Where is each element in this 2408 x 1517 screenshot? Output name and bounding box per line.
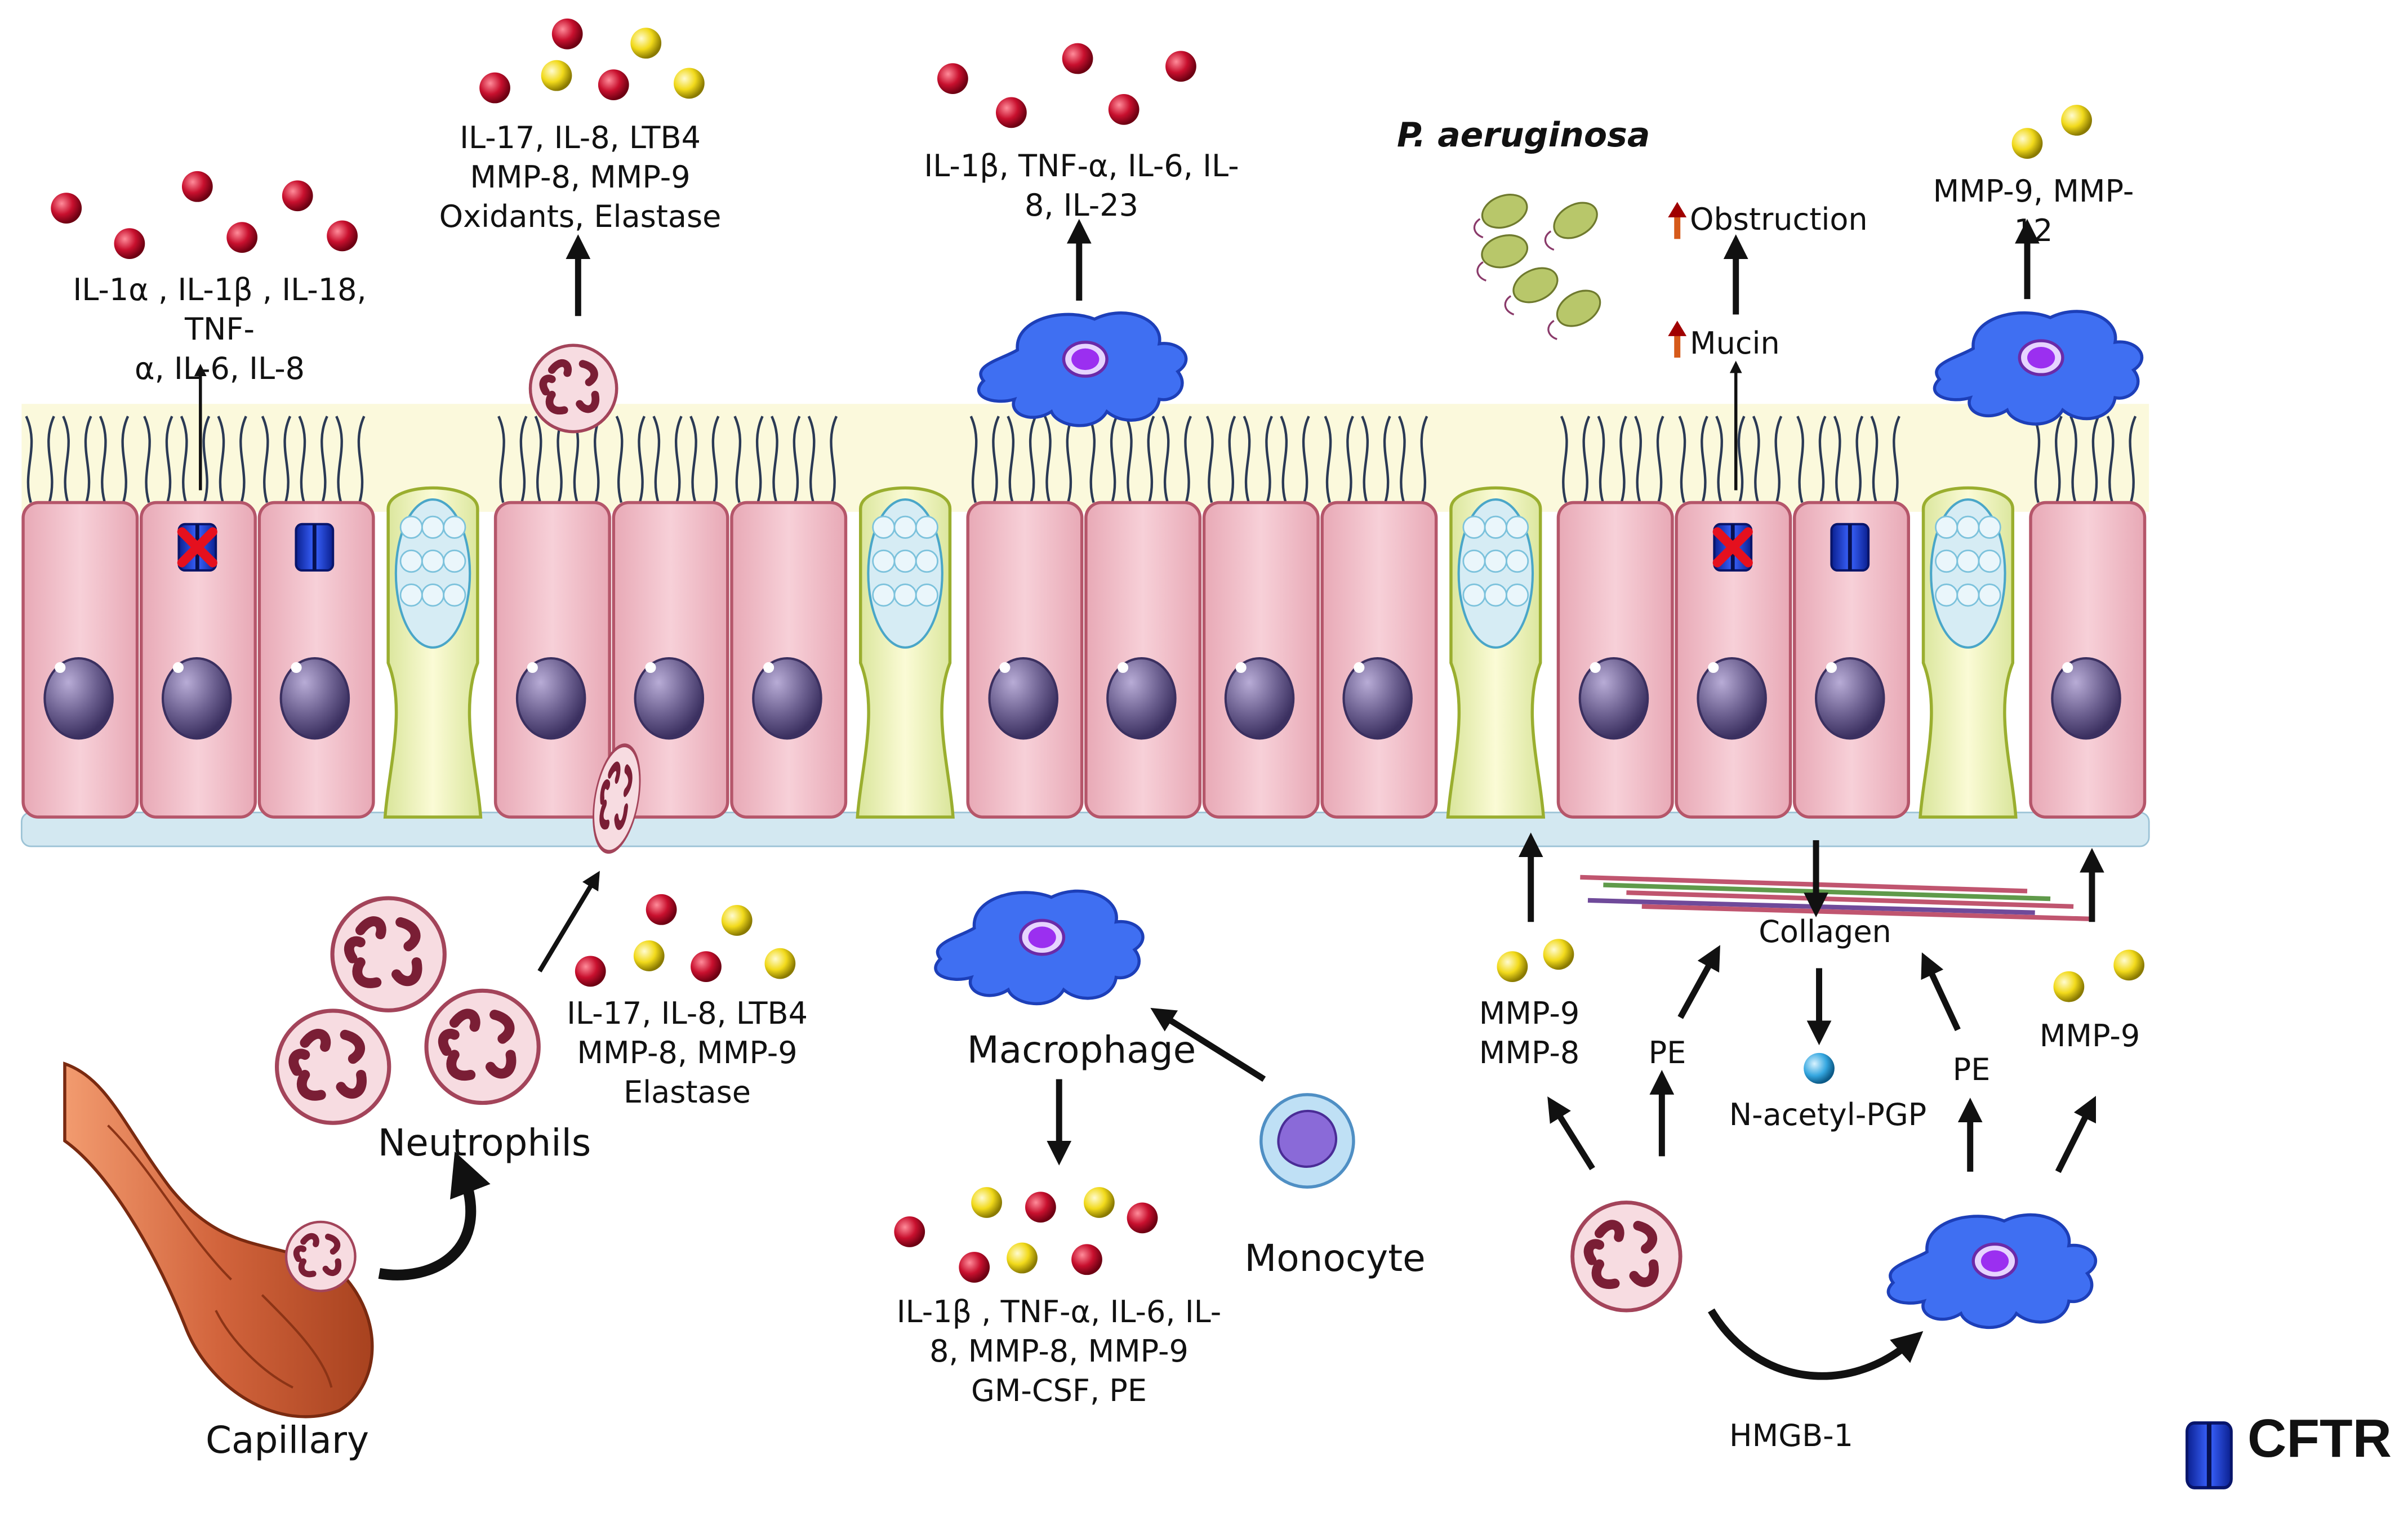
cytokine-molecule xyxy=(282,180,313,212)
epithelial-cell xyxy=(730,501,848,819)
mmp-molecule xyxy=(541,60,572,91)
cftr-legend-icon xyxy=(2187,1423,2232,1488)
mediator-molecules xyxy=(51,18,2144,1283)
neutrophils-cluster xyxy=(277,898,539,1123)
label-n-acetyl-pgp: N-acetyl-PGP xyxy=(1729,1097,1927,1132)
goblet-cell xyxy=(1919,486,2018,819)
cytokine-molecule xyxy=(1025,1192,1056,1223)
epithelial-cell xyxy=(612,501,729,819)
label-macrophage-top-mediators: IL-1β, TNF-α, IL-6, IL- 8, IL-23 xyxy=(924,148,1239,223)
cytokine-molecule xyxy=(1127,1202,1158,1234)
epithelial-cell xyxy=(493,501,611,819)
blocked-x-icon xyxy=(1712,527,1753,568)
mmp-molecule xyxy=(2011,128,2043,159)
legend-cftr-label: CFTR xyxy=(2247,1408,2392,1469)
goblet-cell xyxy=(1446,486,1546,819)
blocked-cftr-right xyxy=(1714,524,1751,570)
label-obstruction: Obstruction xyxy=(1690,202,1868,237)
macrophage-icon xyxy=(1888,1215,2095,1327)
label-pe-right: PE xyxy=(1952,1052,1991,1087)
mmp-molecule xyxy=(2113,949,2144,981)
label-il1-group: IL-1α , IL-1β , IL-18, TNF- α, IL-6, IL-… xyxy=(73,272,367,386)
n-acetyl-pgp-molecule xyxy=(1804,1052,1835,1084)
cytokine-molecule xyxy=(937,63,968,95)
cytokine-molecule xyxy=(479,72,510,104)
label-pe-left: PE xyxy=(1648,1035,1686,1070)
cytokine-molecule xyxy=(226,222,258,253)
label-mucin: Mucin xyxy=(1690,325,1780,361)
cytokine-molecule xyxy=(598,69,629,100)
arrows xyxy=(194,218,2104,1380)
cytokine-molecule xyxy=(1108,94,1140,125)
epithelial-cell xyxy=(1675,501,1792,819)
epithelial-cell xyxy=(1202,501,1320,819)
capillary-icon xyxy=(63,1061,374,1418)
mmp-molecule xyxy=(1497,951,1528,982)
cytokine-molecule xyxy=(181,171,213,202)
label-monocyte: Monocyte xyxy=(1244,1237,1426,1280)
mmp-molecule xyxy=(2061,105,2092,136)
label-macrophage: Macrophage xyxy=(967,1028,1196,1072)
cytokine-molecule xyxy=(996,97,1027,128)
increase-arrows xyxy=(1668,202,1687,358)
cytokine-molecule xyxy=(1062,43,1093,74)
label-p-aeruginosa: P. aeruginosa xyxy=(1397,115,1650,155)
mmp-molecule xyxy=(1007,1242,1038,1274)
mmp-molecule xyxy=(674,68,705,99)
blocked-cftr-left xyxy=(179,524,216,570)
epithelial-cell xyxy=(1792,501,1910,819)
cytokine-molecule xyxy=(551,18,583,50)
epithelial-cells xyxy=(21,486,2147,819)
epithelial-cell xyxy=(1320,501,1438,819)
monocyte-icon xyxy=(1259,1093,1355,1189)
mmp-molecule xyxy=(971,1187,1002,1218)
epithelial-cell xyxy=(2029,501,2147,819)
mmp-molecule xyxy=(1084,1187,1115,1218)
epithelial-cell xyxy=(966,501,1084,819)
cytokine-molecule xyxy=(959,1252,990,1283)
label-mmp9-mmp12: MMP-9, MMP-12 xyxy=(1933,173,2134,248)
label-macrophage-bottom-mediators: IL-1β , TNF-α, IL-6, IL- 8, MMP-8, MMP-9… xyxy=(896,1294,1222,1408)
cytokine-molecule xyxy=(894,1216,925,1247)
epithelial-cell xyxy=(1556,501,1674,819)
cytokine-molecule xyxy=(575,956,606,987)
cytokine-molecule xyxy=(51,193,82,224)
epithelial-cell xyxy=(257,501,375,819)
mmp-molecule xyxy=(1543,939,1574,970)
epithelial-cell xyxy=(1084,501,1202,819)
cytokine-molecule xyxy=(114,228,145,259)
cytokine-molecule xyxy=(691,951,722,982)
macrophage-icon xyxy=(936,891,1143,1003)
basement-membrane xyxy=(20,811,2150,847)
cytokine-molecule xyxy=(327,220,358,252)
mmp-molecule xyxy=(633,940,665,971)
label-neutrophil-bottom-mediators: IL-17, IL-8, LTB4 MMP-8, MMP-9 Elastase xyxy=(567,996,808,1110)
label-hmgb1: HMGB-1 xyxy=(1729,1418,1853,1453)
neutrophil-top xyxy=(530,345,616,431)
label-collagen: Collagen xyxy=(1759,914,1891,949)
label-neutrophil-top-mediators: IL-17, IL-8, LTB4 MMP-8, MMP-9 Oxidants,… xyxy=(439,120,722,234)
epithelial-cell xyxy=(139,501,257,819)
goblet-cell xyxy=(856,486,955,819)
mmp-molecule xyxy=(630,28,662,59)
cytokine-molecule xyxy=(1071,1244,1102,1275)
mmp-molecule xyxy=(721,905,753,936)
cftr-channel-icon xyxy=(1831,524,1868,570)
cftr-channel-icon xyxy=(296,524,333,570)
cytokine-molecule xyxy=(1165,51,1196,82)
cytokine-molecule xyxy=(646,894,677,925)
goblet-cell xyxy=(383,486,483,819)
neutrophil-icon xyxy=(1573,1202,1681,1310)
label-neutrophils: Neutrophils xyxy=(377,1121,591,1164)
label-capillary: Capillary xyxy=(205,1418,370,1462)
mmp-molecule xyxy=(2053,971,2085,1002)
blocked-x-icon xyxy=(177,527,217,568)
bacteria-icon xyxy=(1473,194,1601,340)
cilia-icon xyxy=(25,416,2137,503)
label-mmp9-right: MMP-9 xyxy=(2039,1018,2140,1054)
label-mmp9-mmp8: MMP-9 MMP-8 xyxy=(1479,996,1580,1070)
epithelial-cell xyxy=(21,501,139,819)
mmp-molecule xyxy=(764,948,796,979)
